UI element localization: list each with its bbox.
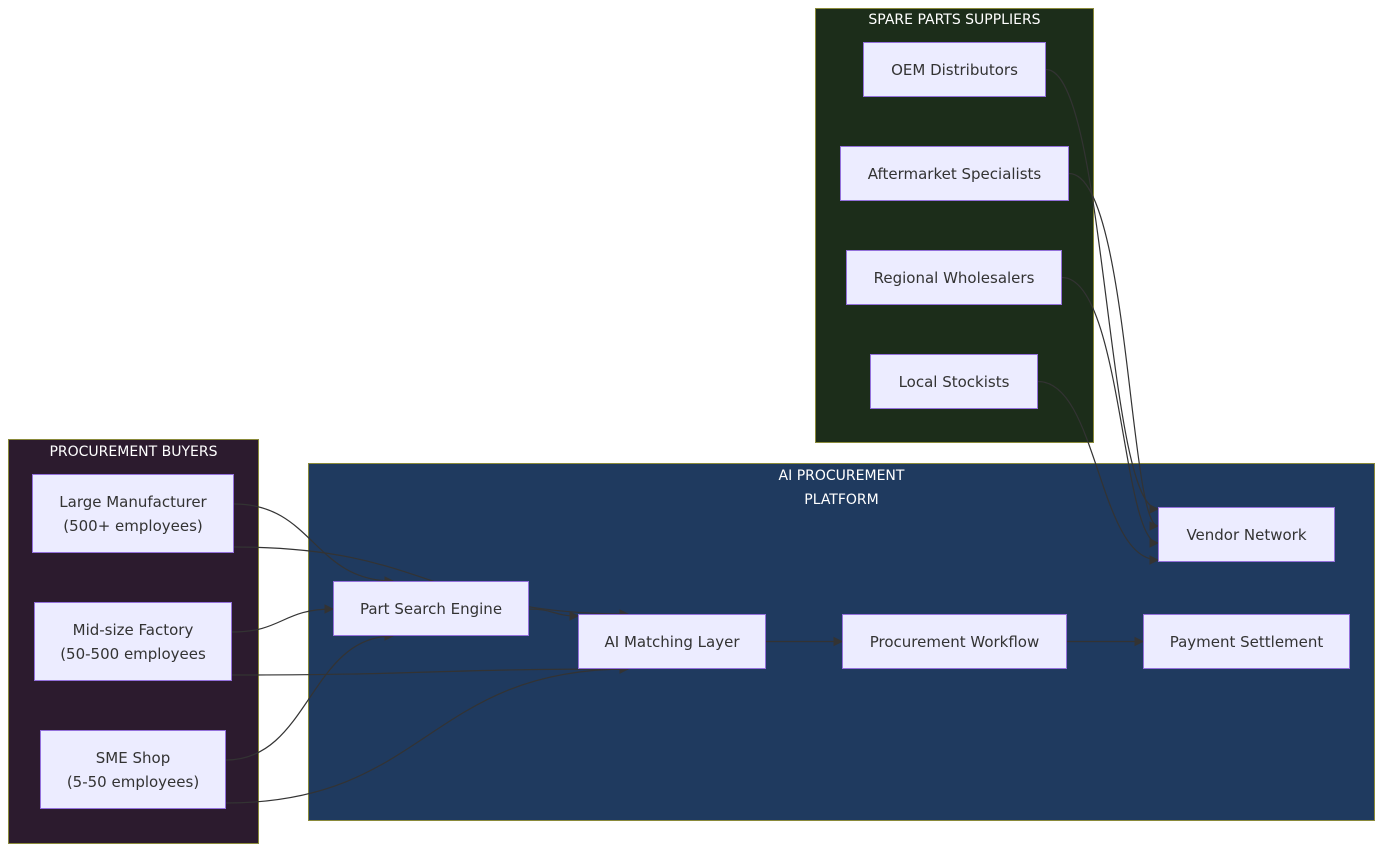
node-procurement-workflow[interactable]: Procurement Workflow [842,614,1067,669]
node-local-stockists[interactable]: Local Stockists [870,354,1038,409]
node-label: Payment Settlement [1169,632,1324,651]
node-sme-shop[interactable]: SME Shop (5-50 employees) [40,730,226,809]
node-midsize-factory[interactable]: Mid-size Factory (50-500 employees [34,602,232,681]
node-label: Aftermarket Specialists [867,164,1042,183]
node-large-manufacturer[interactable]: Large Manufacturer (500+ employees) [32,474,234,553]
cluster-title-suppliers: SPARE PARTS SUPPLIERS [868,12,1041,28]
node-label: SME Shop (5-50 employees) [66,748,200,791]
node-part-search-engine[interactable]: Part Search Engine [333,581,529,636]
node-ai-matching-layer[interactable]: AI Matching Layer [578,614,766,669]
node-label: AI Matching Layer [604,632,740,651]
node-aftermarket-specialists[interactable]: Aftermarket Specialists [840,146,1069,201]
node-label: Vendor Network [1186,525,1307,544]
cluster-title-platform: AI PROCUREMENT PLATFORM [778,468,905,508]
node-payment-settlement[interactable]: Payment Settlement [1143,614,1350,669]
node-label: Part Search Engine [359,599,503,618]
cluster-title-buyers: PROCUREMENT BUYERS [49,444,218,460]
node-label: OEM Distributors [891,60,1018,79]
node-regional-wholesalers[interactable]: Regional Wholesalers [846,250,1062,305]
node-label: Regional Wholesalers [873,268,1035,287]
node-label: Local Stockists [898,372,1010,391]
node-oem-distributors[interactable]: OEM Distributors [863,42,1046,97]
node-label: Procurement Workflow [869,632,1040,651]
node-label: Large Manufacturer (500+ employees) [59,492,207,535]
node-label: Mid-size Factory (50-500 employees [60,620,206,663]
node-vendor-network[interactable]: Vendor Network [1158,507,1335,562]
